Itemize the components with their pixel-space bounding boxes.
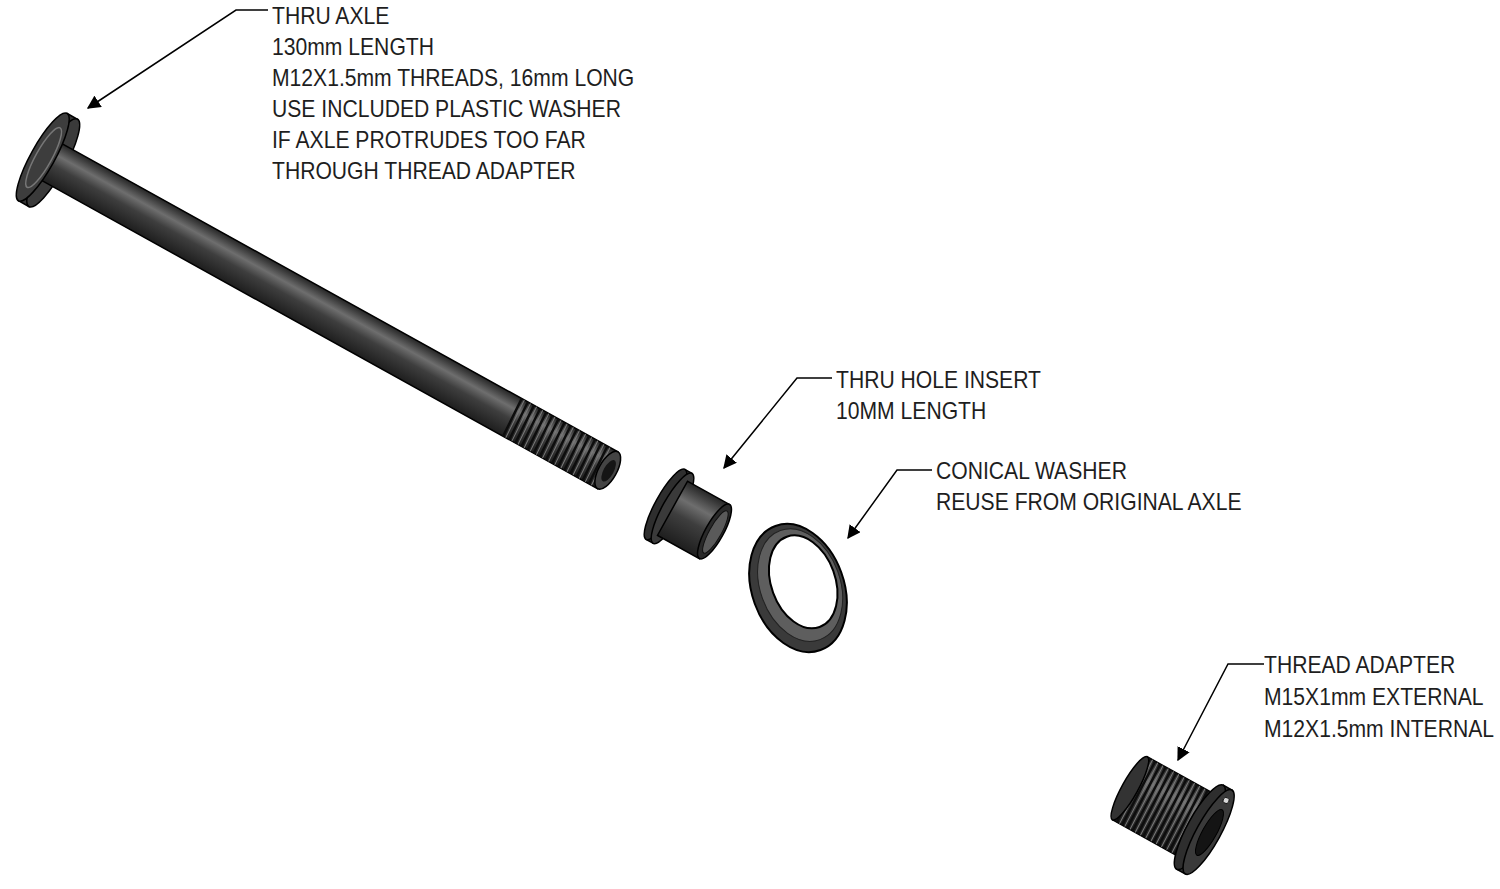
thread-adapter xyxy=(1100,742,1243,879)
leader-line xyxy=(724,378,832,468)
leader-line xyxy=(1178,664,1264,760)
axle-flange-ring xyxy=(20,124,67,191)
axle-end-hole xyxy=(598,458,618,484)
callout-text: 130mm LENGTH xyxy=(272,31,434,62)
callout-text: M12X1.5mm THREADS, 16mm LONG xyxy=(272,62,634,93)
callout-text: IF AXLE PROTRUDES TOO FAR xyxy=(272,124,586,155)
adapter-bore xyxy=(1191,806,1228,858)
axle-end xyxy=(590,448,626,493)
insert-bore xyxy=(698,508,732,556)
callout-text: THRU HOLE INSERT xyxy=(836,364,1041,395)
callout-text: THRU AXLE xyxy=(272,0,389,31)
callout-text: CONICAL WASHER xyxy=(936,455,1127,486)
axle-shaft xyxy=(41,144,618,489)
callout-text: 10MM LENGTH xyxy=(836,395,986,426)
thru-hole-insert xyxy=(637,465,741,571)
callout-text: THROUGH THREAD ADAPTER xyxy=(272,155,576,186)
leader-line xyxy=(848,470,932,538)
adapter-back-end xyxy=(1105,753,1154,824)
washer-hole xyxy=(757,526,850,638)
adapter-flange-face xyxy=(1175,784,1243,880)
adapter-pin-hole xyxy=(1222,796,1230,804)
callout-text: M12X1.5mm INTERNAL xyxy=(1264,713,1494,744)
leader-line xyxy=(88,10,268,108)
washer-outer xyxy=(732,510,864,666)
axle-thread-highlights xyxy=(504,400,612,485)
callout-text: USE INCLUDED PLASTIC WASHER xyxy=(272,93,621,124)
axle-threads xyxy=(501,399,609,484)
thru-axle xyxy=(8,108,640,519)
washer-cone xyxy=(743,517,858,653)
conical-washer xyxy=(732,510,864,666)
insert-end xyxy=(692,500,738,563)
leader-lines xyxy=(88,10,1264,760)
callout-text: REUSE FROM ORIGINAL AXLE xyxy=(936,486,1242,517)
callout-text: THREAD ADAPTER xyxy=(1264,649,1455,680)
callout-text: M15X1mm EXTERNAL xyxy=(1264,681,1483,712)
axle-flange-face xyxy=(8,108,77,207)
